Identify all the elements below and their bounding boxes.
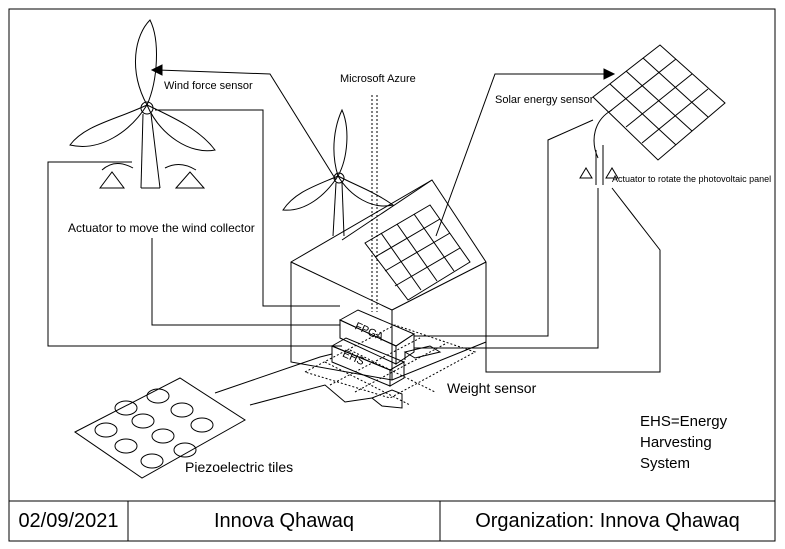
actuator-panel-label: Actuator to rotate the photovoltaic pane… [612, 174, 772, 184]
piezoelectric-tiles [74, 377, 246, 479]
tiles-to-ehs-wire-1 [214, 353, 333, 394]
outer-border [8, 8, 776, 542]
wire-wind-force [155, 109, 340, 307]
photovoltaic-panel [579, 44, 726, 185]
wind-force-arrow-line [157, 69, 337, 181]
fpga-box [338, 309, 416, 365]
wind-force-sensor-label: Wind force sensor [164, 80, 253, 92]
wind-force-arrowhead [150, 64, 163, 76]
wire-weight-sensor [485, 187, 661, 373]
roof-solar-panel [364, 204, 471, 301]
solar-sensor-line [435, 73, 608, 237]
solar-energy-sensor-label: Solar energy sensor [495, 94, 594, 106]
legend-line-2: Harvesting [640, 434, 712, 451]
wire-panel-rotation [414, 188, 599, 349]
floor-weight-plate [371, 389, 403, 409]
wire-panel-actuator [414, 119, 594, 337]
tiles-to-ehs-wire-2 [249, 384, 373, 406]
actuator-triangle-left [99, 171, 125, 189]
wind-turbine-large [69, 19, 216, 189]
footer-date: 02/09/2021 [18, 509, 119, 532]
legend-line-3: System [640, 455, 691, 472]
legend-line-1: EHS=Energy [640, 413, 728, 430]
ehs-box [330, 337, 406, 387]
actuator-arc-left [101, 163, 134, 171]
footer-author: Innova Qhawaq [213, 509, 355, 532]
piezoelectric-tiles-label: Piezoelectric tiles [185, 459, 294, 475]
wind-turbine-small [282, 108, 395, 237]
microsoft-azure-label: Microsoft Azure [340, 73, 416, 85]
house [290, 179, 487, 381]
actuator-wind-label: Actuator to move the wind collector [68, 221, 255, 235]
floor-grid [303, 324, 477, 406]
actuator-arc-right [164, 164, 197, 171]
solar-sensor-arrowhead [603, 68, 616, 80]
footer-organization: Organization: Innova Qhawaq [475, 509, 740, 532]
actuator-triangle-right [174, 171, 206, 189]
wire-wind-collector [151, 238, 340, 326]
wire-actuator-wind [47, 161, 342, 347]
weight-sensor-label: Weight sensor [447, 380, 537, 396]
